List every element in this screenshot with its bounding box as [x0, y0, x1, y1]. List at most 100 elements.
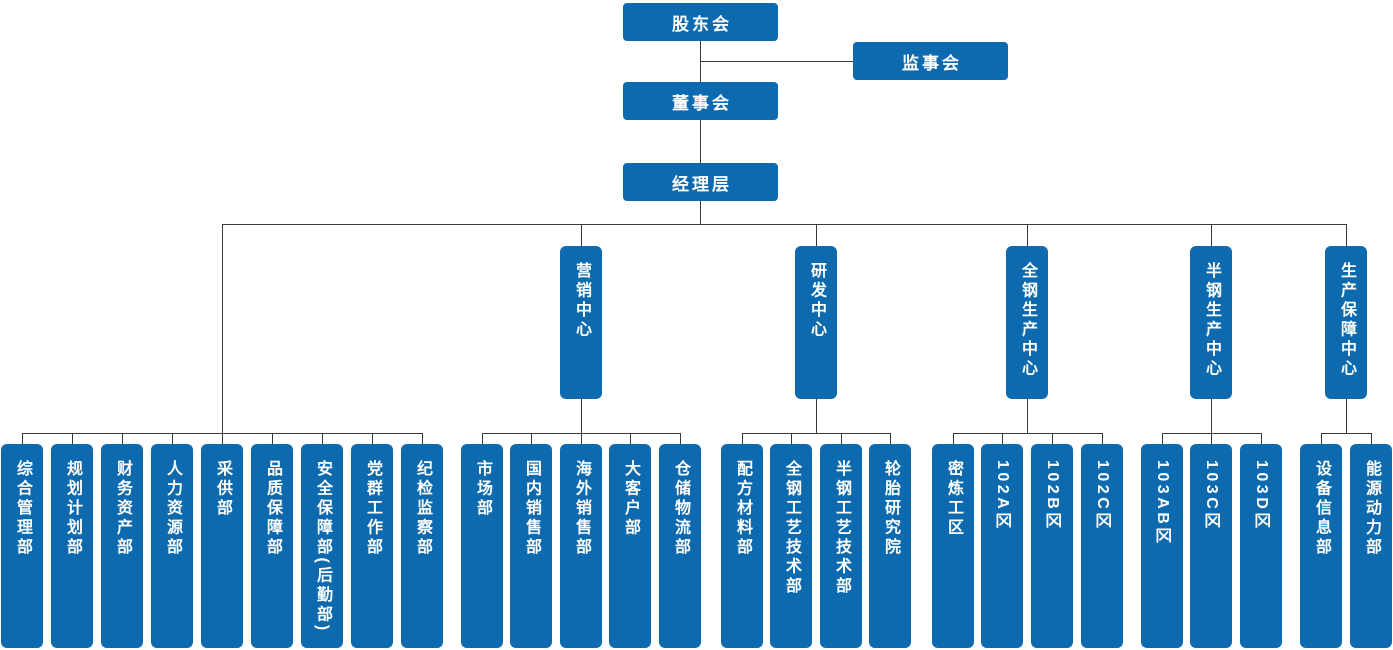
connector-line	[1346, 399, 1347, 433]
node-allsteel-production-center: 全钢生产中心	[1006, 246, 1048, 399]
dept-label: 海外销售部	[573, 460, 590, 558]
connector-line	[1371, 433, 1372, 444]
dept-label: 党群工作部	[364, 460, 381, 558]
dept-energy-power: 能源动力部	[1350, 444, 1392, 648]
dept-label: 综合管理部	[14, 460, 31, 558]
dept-label: 品质保障部	[264, 460, 281, 558]
dept-human-resources: 人力资源部	[151, 444, 193, 648]
node-label: 经理层	[672, 174, 732, 194]
dept-label: 市场部	[474, 460, 491, 519]
zone-103ab: 103AB区	[1141, 444, 1183, 648]
dept-label: 102B区	[1044, 460, 1061, 532]
dept-compound-materials: 配方材料部	[721, 444, 763, 648]
zone-103c: 103C区	[1190, 444, 1232, 648]
connector-line	[482, 433, 483, 444]
node-shareholders-meeting: 股东会	[623, 3, 778, 41]
node-label: 营销中心	[573, 262, 590, 340]
node-production-support-center: 生产保障中心	[1325, 246, 1367, 399]
dept-label: 全钢工艺技术部	[783, 460, 800, 597]
connector-line	[531, 433, 532, 444]
node-board-of-directors: 董事会	[623, 82, 778, 120]
dept-label: 仓储物流部	[672, 460, 689, 558]
connector-line	[1211, 224, 1212, 246]
connector-line	[1162, 433, 1261, 434]
connector-line	[1321, 433, 1322, 444]
connector-line	[700, 120, 701, 163]
dept-label: 纪检监察部	[414, 460, 431, 558]
node-label: 生产保障中心	[1338, 262, 1355, 379]
connector-line	[322, 433, 323, 444]
dept-procurement: 采供部	[201, 444, 243, 648]
dept-semisteel-process-tech: 半钢工艺技术部	[820, 444, 862, 648]
connector-line	[272, 433, 273, 444]
connector-line	[1162, 433, 1163, 444]
dept-label: 人力资源部	[164, 460, 181, 558]
dept-party-mass-work: 党群工作部	[351, 444, 393, 648]
connector-line	[372, 433, 373, 444]
connector-line	[841, 433, 842, 444]
tire-research-institute: 轮胎研究院	[869, 444, 911, 648]
connector-line	[630, 433, 631, 444]
dept-quality-assurance: 品质保障部	[251, 444, 293, 648]
connector-line	[791, 433, 792, 444]
connector-line	[1002, 433, 1003, 444]
connector-line	[1321, 433, 1371, 434]
connector-line	[953, 433, 954, 444]
node-label: 全钢生产中心	[1019, 262, 1036, 379]
connector-line	[482, 433, 680, 434]
dept-key-accounts: 大客户部	[609, 444, 651, 648]
connector-line	[22, 433, 23, 444]
connector-line	[1027, 224, 1028, 246]
dept-finance-assets: 财务资产部	[101, 444, 143, 648]
node-label: 股东会	[672, 14, 732, 34]
connector-line	[680, 433, 681, 444]
dept-discipline-inspection: 纪检监察部	[401, 444, 443, 648]
dept-label: 大客户部	[622, 460, 639, 538]
dept-label: 103AB区	[1154, 460, 1171, 547]
connector-line	[581, 224, 582, 246]
connector-line	[700, 61, 853, 62]
zone-102b: 102B区	[1031, 444, 1073, 648]
zone-mixing-workshop: 密炼工区	[932, 444, 974, 648]
connector-line	[742, 433, 743, 444]
node-label: 研发中心	[808, 262, 825, 340]
connector-line	[742, 433, 890, 434]
dept-market: 市场部	[461, 444, 503, 648]
dept-label: 轮胎研究院	[882, 460, 899, 558]
connector-line	[1052, 433, 1053, 444]
node-semisteel-production-center: 半钢生产中心	[1190, 246, 1232, 399]
connector-line	[222, 224, 1347, 225]
connector-line	[222, 224, 223, 444]
dept-label: 102C区	[1094, 460, 1111, 532]
dept-label: 设备信息部	[1313, 460, 1330, 558]
connector-line	[422, 433, 423, 444]
connector-line	[122, 433, 123, 444]
dept-label: 规划计划部	[64, 460, 81, 558]
dept-label: 密炼工区	[945, 460, 962, 538]
dept-general-admin: 综合管理部	[1, 444, 43, 648]
node-supervisory-board: 监事会	[853, 42, 1008, 80]
dept-label: 103C区	[1203, 460, 1220, 532]
dept-equipment-info: 设备信息部	[1300, 444, 1342, 648]
dept-warehouse-logistics: 仓储物流部	[659, 444, 701, 648]
dept-label: 采供部	[214, 460, 231, 519]
connector-line	[22, 433, 422, 434]
dept-label: 能源动力部	[1363, 460, 1380, 558]
connector-line	[1346, 224, 1347, 246]
dept-label: 配方材料部	[734, 460, 751, 558]
node-label: 监事会	[902, 53, 962, 73]
dept-label: 安全保障部(后勤部)	[314, 460, 331, 634]
dept-label: 财务资产部	[114, 460, 131, 558]
connector-line	[72, 433, 73, 444]
dept-label: 国内销售部	[523, 460, 540, 558]
dept-overseas-sales: 海外销售部	[560, 444, 602, 648]
node-label: 董事会	[672, 93, 732, 113]
connector-line	[1102, 433, 1103, 444]
zone-102a: 102A区	[981, 444, 1023, 648]
dept-domestic-sales: 国内销售部	[510, 444, 552, 648]
connector-line	[581, 399, 582, 444]
dept-planning: 规划计划部	[51, 444, 93, 648]
node-rd-center: 研发中心	[795, 246, 837, 399]
connector-line	[816, 399, 817, 433]
